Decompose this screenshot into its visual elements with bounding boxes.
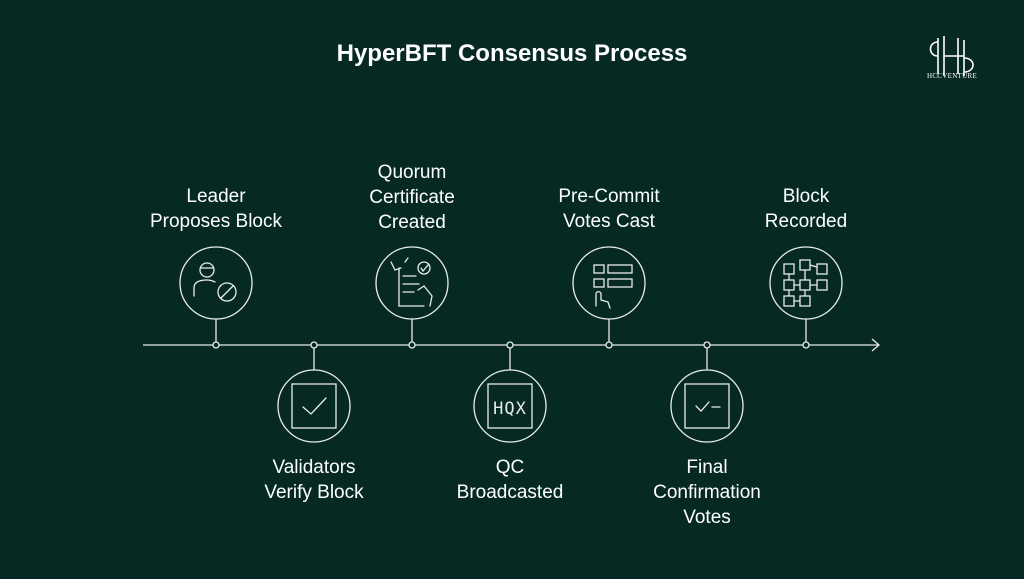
step-circle-4 [473, 369, 547, 443]
timeline-dot [605, 341, 613, 349]
hqx-text: HQX [493, 399, 527, 419]
block-network-icon [783, 259, 828, 307]
checkbox-icon [291, 383, 337, 429]
timeline-arrow [871, 338, 880, 352]
step-circle-7 [769, 246, 843, 320]
timeline-dot [703, 341, 711, 349]
step-circle-5 [572, 246, 646, 320]
logo-text: HCCVENTURE [926, 72, 978, 80]
certificate-sign-icon [390, 257, 433, 307]
step-circle-2 [277, 369, 351, 443]
step-circle-6 [670, 369, 744, 443]
timeline-dot [408, 341, 416, 349]
logo-icon [929, 36, 974, 76]
step-circle-1 [179, 246, 253, 320]
page-title: HyperBFT Consensus Process [336, 40, 688, 67]
check-dash-icon [684, 383, 730, 429]
timeline-dot [212, 341, 220, 349]
vote-hand-icon [593, 264, 633, 309]
hqx-box-icon [487, 383, 533, 429]
timeline-dot [310, 341, 318, 349]
user-block-icon [193, 262, 237, 302]
timeline-dot [802, 341, 810, 349]
timeline-dot [506, 341, 514, 349]
step-circle-3 [375, 246, 449, 320]
